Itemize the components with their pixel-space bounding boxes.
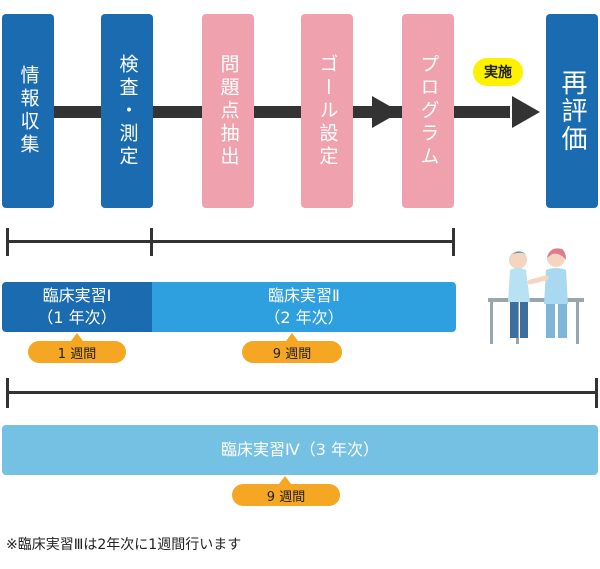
pill-pointer — [286, 333, 298, 341]
practicum-1-year: （1 年次） — [37, 308, 117, 327]
step-re-evaluation: 再評価 — [546, 14, 598, 208]
flow-arrow-head-2 — [512, 96, 540, 128]
step-label: 情報収集 — [17, 65, 40, 157]
practicum-2-bar: 臨床実習Ⅱ （2 年次） — [152, 282, 456, 332]
rehabilitation-illustration-icon — [488, 248, 584, 344]
step-label: 検査・測定 — [116, 53, 139, 169]
practicum-4-title: 臨床実習Ⅳ（3 年次） — [220, 440, 380, 460]
bracket-tick — [452, 228, 455, 256]
practicum-2-duration: 9 週間 — [242, 341, 342, 363]
step-label: 問題点抽出 — [217, 53, 240, 169]
step-problem-extraction: 問題点抽出 — [202, 14, 254, 208]
step-label: プログラム — [417, 53, 440, 169]
practicum-1-duration: 1 週間 — [28, 341, 126, 363]
bracket-tick — [150, 228, 153, 256]
practicum-2-year: （2 年次） — [264, 308, 344, 327]
bracket-tick — [595, 378, 598, 408]
practicum-2-title: 臨床実習Ⅱ — [268, 286, 340, 306]
flow-arrow-head-1 — [372, 96, 400, 128]
step-goal-setting: ゴール設定 — [301, 14, 353, 208]
pill-pointer — [279, 476, 291, 484]
bracket-tick — [6, 228, 9, 256]
practicum-1-bar: 臨床実習Ⅰ （1 年次） — [2, 282, 152, 332]
step-label: ゴール設定 — [316, 53, 339, 169]
practicum-4-duration: 9 週間 — [232, 484, 340, 506]
pill-pointer — [71, 333, 83, 341]
footnote: ※臨床実習Ⅲは2年次に1週間行います — [6, 537, 242, 553]
step-label: 再評価 — [557, 69, 587, 153]
implementation-badge: 実施 — [473, 58, 523, 86]
practicum-1-title: 臨床実習Ⅰ — [42, 286, 112, 306]
step-info-gathering: 情報収集 — [2, 14, 54, 208]
practicum-4-bar: 臨床実習Ⅳ（3 年次） — [2, 425, 598, 475]
bracket-line-top — [6, 240, 454, 243]
step-program: プログラム — [402, 14, 454, 208]
bracket-tick — [6, 378, 9, 408]
step-examination: 検査・測定 — [101, 14, 153, 208]
bracket-line-bottom — [6, 391, 598, 394]
